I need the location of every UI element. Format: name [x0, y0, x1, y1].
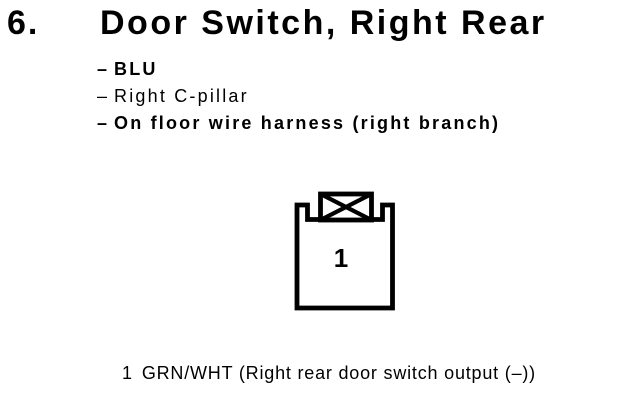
legend-pin-number: 1 — [122, 363, 133, 383]
legend-pin-description: GRN/WHT (Right rear door switch output (… — [141, 363, 536, 383]
dash-bullet: – — [97, 59, 110, 79]
detail-label: On floor wire harness (right branch) — [114, 113, 501, 133]
dash-bullet: – — [97, 113, 110, 133]
page-title: Door Switch, Right Rear — [100, 4, 547, 42]
pin-legend: 1 GRN/WHT (Right rear door switch output … — [122, 361, 536, 385]
detail-label: Right C-pillar — [114, 86, 249, 106]
connector-pin-number: 1 — [333, 243, 349, 273]
detail-label: BLU — [114, 59, 158, 79]
connector-body-outline — [294, 202, 395, 311]
keyway-x-line-2 — [319, 192, 373, 222]
detail-list: – BLU – Right C-pillar – On floor wire h… — [97, 56, 500, 137]
detail-item-harness: – On floor wire harness (right branch) — [97, 110, 500, 137]
keyway-x-icon — [318, 191, 374, 223]
detail-item-location: – Right C-pillar — [97, 83, 500, 110]
detail-item-wire-color: – BLU — [97, 56, 500, 83]
dash-bullet: – — [97, 86, 110, 106]
section-number: 6. — [7, 4, 40, 42]
